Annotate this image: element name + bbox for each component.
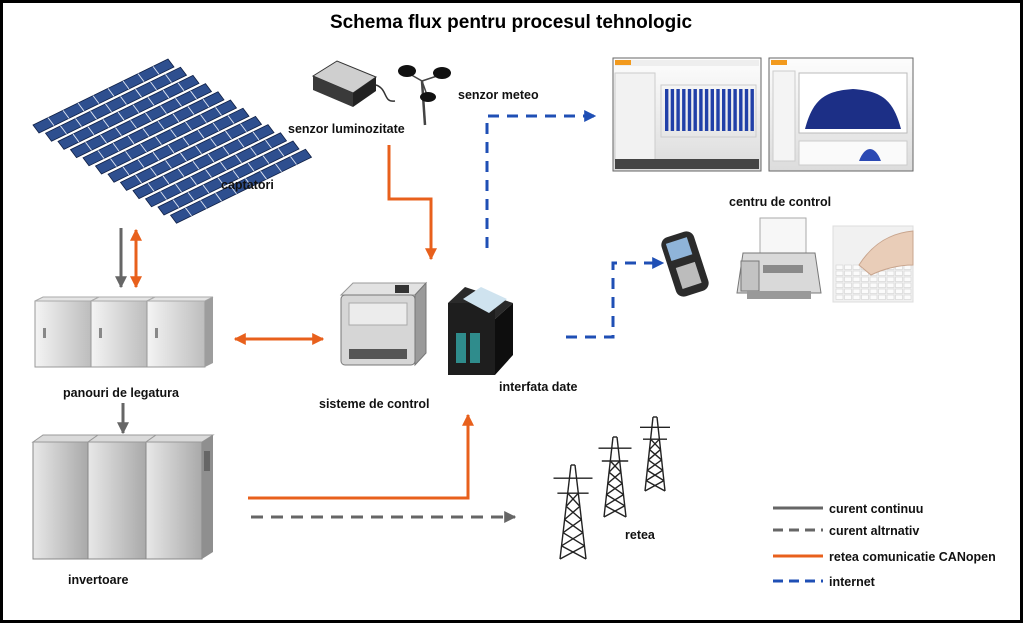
label-captatori: captatori xyxy=(221,178,274,192)
label-invertoare: invertoare xyxy=(68,573,128,587)
power-tower-icon xyxy=(640,416,670,492)
label-sisteme-de-control: sisteme de control xyxy=(319,397,429,411)
data-interface-device-image xyxy=(448,287,513,375)
legend-label-1: curent altrnativ xyxy=(829,524,919,538)
screen-bar-graphic xyxy=(660,84,757,138)
anemometer-icon xyxy=(398,65,451,126)
mobile-phone-icon xyxy=(661,231,709,297)
arrow-interfata-to-centru xyxy=(485,110,597,248)
power-tower-icon xyxy=(553,464,593,560)
junction-panels-image xyxy=(34,296,214,368)
flow-diagram: Schema flux pentru procesul tehnologic s… xyxy=(31,12,996,589)
label-retea: retea xyxy=(625,528,656,542)
arrow-interfata-to-phone xyxy=(566,257,665,339)
light-sensor-image xyxy=(311,60,396,107)
legend: curent continuu curent altrnativ retea c… xyxy=(773,502,996,589)
inverters-image xyxy=(31,434,215,560)
control-system-device-image xyxy=(339,281,428,367)
power-tower-icon xyxy=(598,436,632,518)
keyboard-keys xyxy=(835,264,912,300)
label-centru-de-control: centru de control xyxy=(729,195,831,209)
diagram-title: Schema flux pentru procesul tehnologic xyxy=(330,12,693,33)
label-panouri-de-legatura: panouri de legatura xyxy=(63,386,180,400)
legend-label-3: internet xyxy=(829,575,876,589)
label-senzor-luminozitate: senzor luminozitate xyxy=(288,122,405,136)
label-senzor-meteo: senzor meteo xyxy=(458,88,539,102)
solar-panels-captatori xyxy=(32,58,313,224)
legend-label-2: retea comunicatie CANopen xyxy=(829,550,996,564)
arrows xyxy=(115,110,665,523)
control-center-screen-2 xyxy=(768,57,914,172)
arrow-invertoare-to-interfata xyxy=(248,413,474,500)
label-interfata-date: interfata date xyxy=(499,380,578,394)
legend-label-0: curent continuu xyxy=(829,502,923,516)
keyboard-hand-image xyxy=(832,225,914,303)
power-grid-towers xyxy=(553,416,670,560)
fax-machine-icon xyxy=(736,217,822,299)
arrow-senzor-to-sisteme xyxy=(387,145,437,261)
control-center-screen-1 xyxy=(612,57,762,172)
